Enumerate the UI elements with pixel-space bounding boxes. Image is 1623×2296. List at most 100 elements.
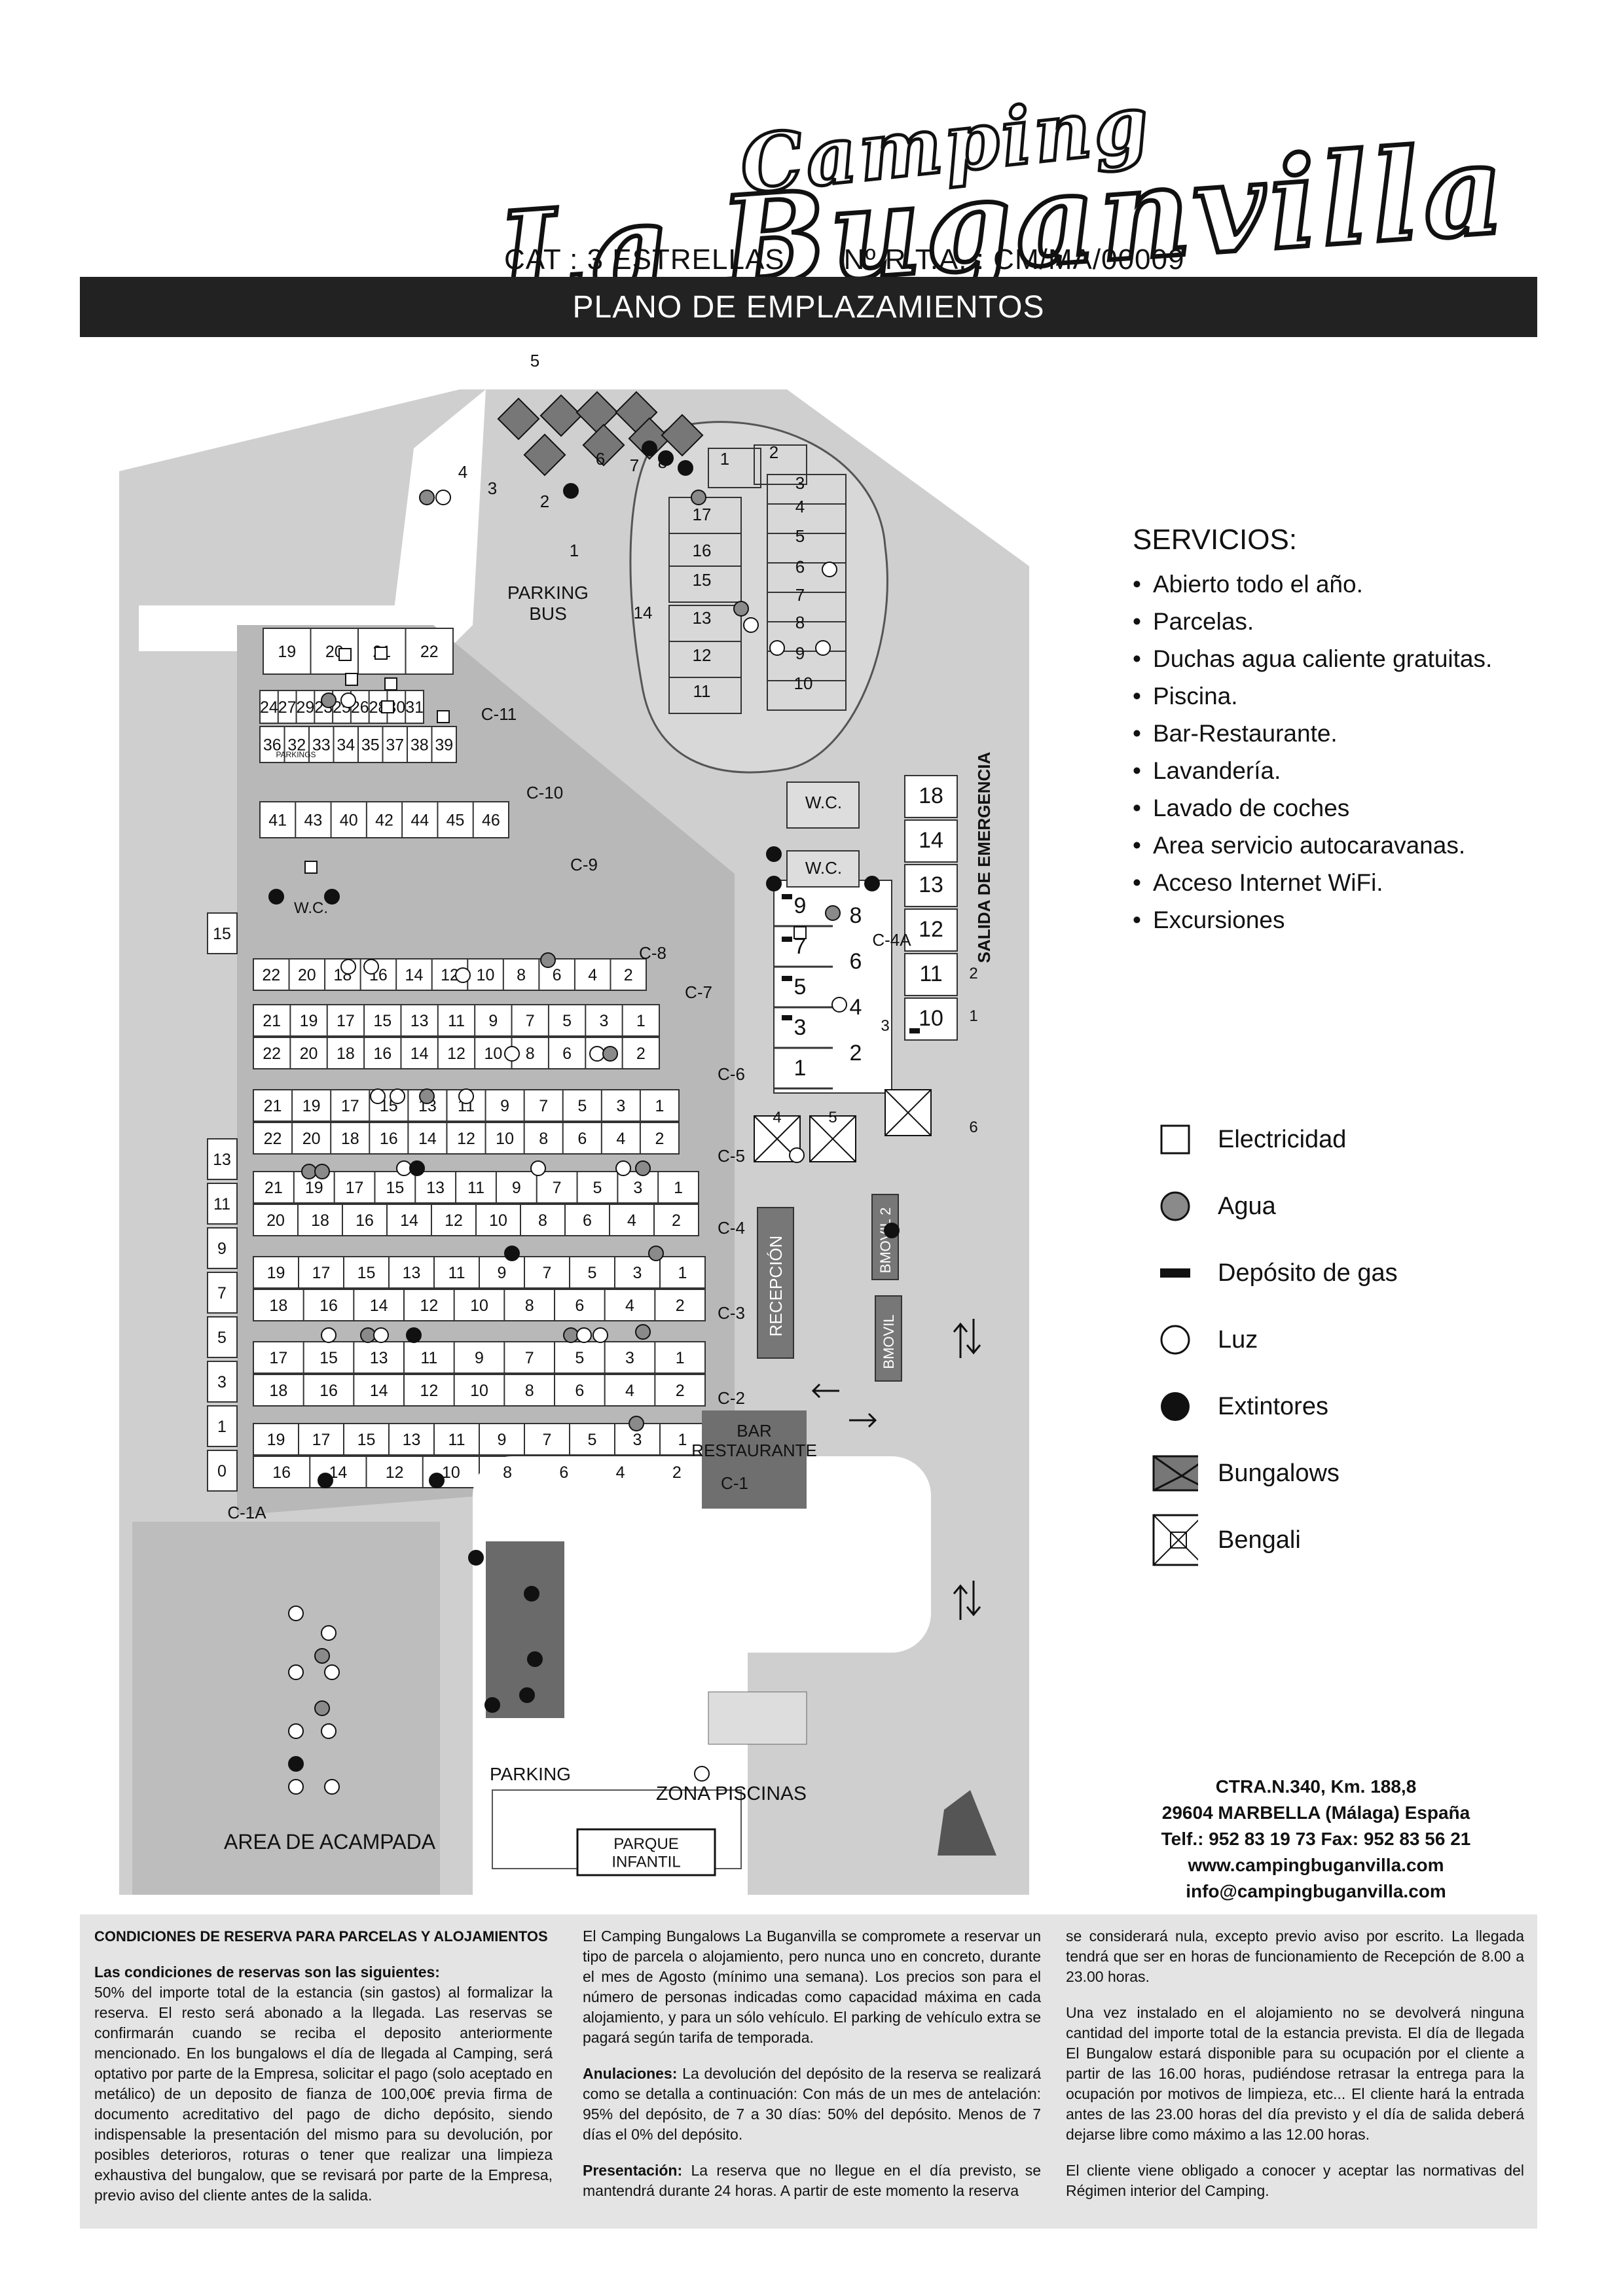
water-icon <box>1160 1191 1190 1221</box>
bar-label: BAR <box>737 1421 771 1441</box>
east-small-number: 1 <box>969 1007 977 1025</box>
extinguisher-marker <box>429 1473 445 1488</box>
pitch-number: 1 <box>678 1264 687 1282</box>
oval-pitch-number: 15 <box>693 570 712 590</box>
service-item: Duchas agua caliente gratuitas. <box>1133 640 1492 677</box>
pitch-row <box>253 1122 680 1155</box>
extinguisher-marker <box>468 1550 484 1566</box>
services-list: Abierto todo el año. Parcelas. Duchas ag… <box>1133 565 1492 939</box>
light-marker <box>370 1088 386 1104</box>
address-line: 29604 MARBELLA (Málaga) España <box>1161 1803 1470 1823</box>
oval-pitch <box>668 605 742 642</box>
extinguisher-marker <box>642 440 657 456</box>
side-pitch <box>207 1450 238 1492</box>
wc-label: W.C. <box>805 858 842 878</box>
pitch-number: 10 <box>442 1463 460 1482</box>
top-oval-block <box>629 421 888 774</box>
pitch-number: 2 <box>655 1130 665 1148</box>
pool-label: ZONA PISCINAS <box>656 1783 807 1804</box>
pitch-number: 12 <box>420 1382 438 1400</box>
east-small-number: 2 <box>969 965 977 982</box>
light-marker <box>576 1327 592 1343</box>
pitch-number: 12 <box>445 1211 463 1230</box>
services-panel: SERVICIOS: Abierto todo el año. Parcelas… <box>1133 524 1492 939</box>
pitch-number: 19 <box>300 1012 318 1030</box>
pitch-number: 34 <box>337 736 355 755</box>
pitch-number: 22 <box>263 1045 281 1063</box>
pitch-number: 16 <box>380 1130 398 1148</box>
street-label: C-5 <box>718 1146 745 1166</box>
pitch-number: 3 <box>633 1264 642 1282</box>
pitch-row <box>253 1004 660 1037</box>
pitch-number: 2 <box>676 1382 685 1400</box>
east-pitch-number: 11 <box>919 961 942 986</box>
pitch-number: 19 <box>278 643 296 661</box>
east-pitch-number: 13 <box>919 872 943 897</box>
pitch-row <box>253 958 647 991</box>
camping-area-label: AREA DE ACAMPADA <box>224 1830 436 1854</box>
water-marker <box>602 1046 618 1062</box>
pitch-number: 6 <box>559 1463 568 1482</box>
bungalow-number: 7 <box>630 456 639 475</box>
pitch-number: 4 <box>616 1463 625 1482</box>
pitch-number: 7 <box>525 1349 534 1367</box>
extinguisher-marker <box>884 1223 900 1238</box>
pitch-number: 16 <box>319 1297 338 1315</box>
street-label: C-4A <box>872 930 911 950</box>
bungalow-icon <box>661 414 704 457</box>
pitch-number: 13 <box>403 1431 421 1449</box>
oval-pitch-number: 11 <box>693 681 711 701</box>
light-marker <box>288 1664 304 1680</box>
pitch-number: 6 <box>577 1130 587 1148</box>
pitch-number: 5 <box>588 1431 597 1449</box>
oval-pitch-number: 13 <box>693 608 712 628</box>
pitch-number: 10 <box>496 1130 514 1148</box>
pitch-number: 38 <box>410 736 429 755</box>
pitch-number: 20 <box>298 966 316 984</box>
email-link[interactable]: info@campingbuganvilla.com <box>1186 1881 1446 1901</box>
pitch-number: 9 <box>498 1264 507 1282</box>
pitch-number: 13 <box>213 1151 231 1169</box>
electricity-marker <box>304 861 318 874</box>
pitch-number: 27 <box>278 698 297 717</box>
pitch-number: 8 <box>525 1382 534 1400</box>
pitch-number: 14 <box>405 966 424 984</box>
pitch-number: 10 <box>484 1045 502 1063</box>
pitch-number: 3 <box>625 1349 634 1367</box>
center-pitch-number: 6 <box>850 949 862 974</box>
pitch-number: 7 <box>526 1012 535 1030</box>
pitch-number: 3 <box>616 1097 625 1115</box>
extinguisher-marker <box>268 889 284 905</box>
pitch-number: 20 <box>266 1211 285 1230</box>
pitch-number: 7 <box>543 1431 552 1449</box>
conditions-text: Una vez instalado en el alojamiento no s… <box>1066 2004 1524 2143</box>
oval-pitch-number: 8 <box>795 613 805 632</box>
wc-label: W.C. <box>294 899 328 917</box>
pitch-number: 18 <box>311 1211 329 1230</box>
extinguisher-marker <box>324 889 340 905</box>
service-item: Acceso Internet WiFi. <box>1133 864 1492 901</box>
conditions-text: El cliente viene obligado a conocer y ac… <box>1066 2162 1524 2199</box>
playground-label: PARQUE <box>613 1835 679 1853</box>
pitch-number: 21 <box>264 1179 283 1197</box>
pitch-number: 1 <box>676 1349 685 1367</box>
service-item: Abierto todo el año. <box>1133 565 1492 603</box>
east-pitch <box>904 819 958 863</box>
water-marker <box>360 1327 376 1343</box>
pitch-number: 10 <box>489 1211 507 1230</box>
gas-tank-marker <box>782 937 792 942</box>
extinguisher-marker <box>409 1160 425 1176</box>
pitch-number: 13 <box>410 1012 429 1030</box>
center-pitch-number: 8 <box>850 903 862 928</box>
electricity-icon <box>1160 1124 1190 1155</box>
pitch-number: 8 <box>526 1045 535 1063</box>
bungalow-icon <box>539 394 583 437</box>
conditions-text: se considerará nula, excepto previo avis… <box>1066 1928 1524 1985</box>
light-marker <box>789 1147 805 1163</box>
light-marker <box>589 1046 605 1062</box>
light-marker <box>743 617 759 633</box>
parking-bus-label: PARKING <box>507 583 589 603</box>
pitch-number: 7 <box>543 1264 552 1282</box>
website-link[interactable]: www.campingbuganvilla.com <box>1188 1855 1444 1875</box>
oval-pitch-number: 17 <box>693 505 712 524</box>
